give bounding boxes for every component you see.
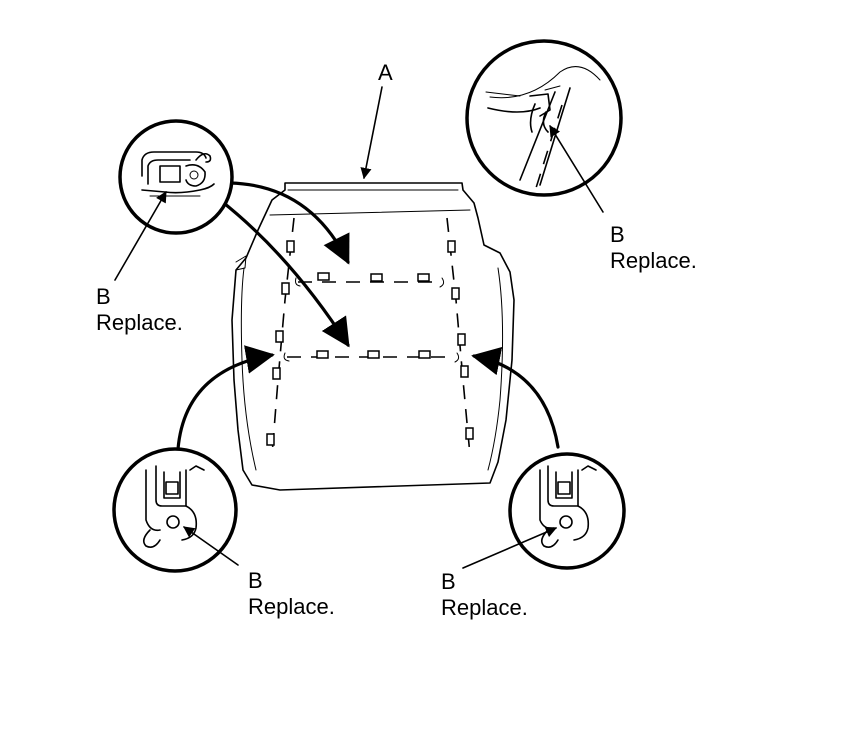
hog-ring-clips bbox=[266, 240, 474, 446]
callout-a-pointer bbox=[360, 86, 383, 180]
callout-label-upper-right: B Replace. bbox=[610, 222, 697, 274]
pointer-lower-left bbox=[183, 526, 239, 566]
pointer-upper-right bbox=[549, 125, 604, 213]
pointer-lower-right bbox=[462, 526, 558, 569]
callout-label-upper-left: B Replace. bbox=[96, 284, 183, 336]
wire-cross-upper bbox=[295, 277, 445, 288]
callout-note: Replace. bbox=[441, 595, 528, 620]
callout-note: Replace. bbox=[248, 594, 335, 619]
pointer-upper-left bbox=[114, 191, 167, 281]
detail-circle-lower-right bbox=[508, 452, 626, 570]
callout-code: B bbox=[248, 568, 263, 593]
callout-note: Replace. bbox=[96, 310, 183, 335]
detail-circle-upper-right bbox=[465, 39, 623, 197]
callout-note: Replace. bbox=[610, 248, 697, 273]
callout-label-lower-right: B Replace. bbox=[441, 569, 528, 621]
seat-cushion bbox=[231, 182, 515, 491]
callout-code: B bbox=[610, 222, 625, 247]
callout-code: B bbox=[96, 284, 111, 309]
leader-arrows bbox=[176, 181, 560, 451]
detail-circle-upper-left bbox=[118, 119, 234, 235]
detail-circle-lower-left bbox=[112, 447, 238, 573]
label-a: A bbox=[378, 60, 393, 85]
callout-code: B bbox=[441, 569, 456, 594]
callout-label-lower-left: B Replace. bbox=[248, 568, 335, 620]
